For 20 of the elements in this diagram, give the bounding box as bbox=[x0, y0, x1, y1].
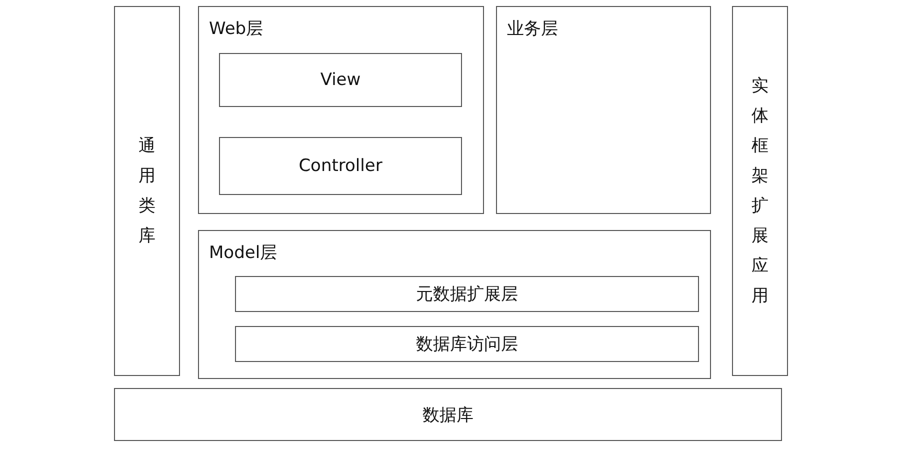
layer-group bbox=[496, 6, 711, 214]
group-heading: Model层 bbox=[209, 242, 278, 264]
layer-label: Controller bbox=[298, 156, 384, 176]
group-heading: 业务层 bbox=[507, 18, 558, 40]
layer-box bbox=[235, 276, 699, 312]
layer-panel bbox=[114, 6, 180, 376]
layer-label: 数据库访问层 bbox=[415, 334, 519, 356]
component-box bbox=[219, 53, 462, 107]
component-box bbox=[219, 137, 462, 195]
layer-panel bbox=[732, 6, 788, 376]
group-heading: Web层 bbox=[209, 18, 264, 40]
layer-box bbox=[114, 388, 782, 441]
layer-label: 通用类库 bbox=[138, 135, 156, 248]
layer-label: 实体框架扩展应用 bbox=[751, 75, 769, 308]
layer-group bbox=[198, 230, 711, 379]
layer-box bbox=[235, 326, 699, 362]
layer-label: View bbox=[319, 70, 362, 90]
layer-label: 元数据扩展层 bbox=[415, 284, 519, 306]
layer-group bbox=[198, 6, 484, 214]
layer-label: 数据库 bbox=[422, 404, 474, 426]
